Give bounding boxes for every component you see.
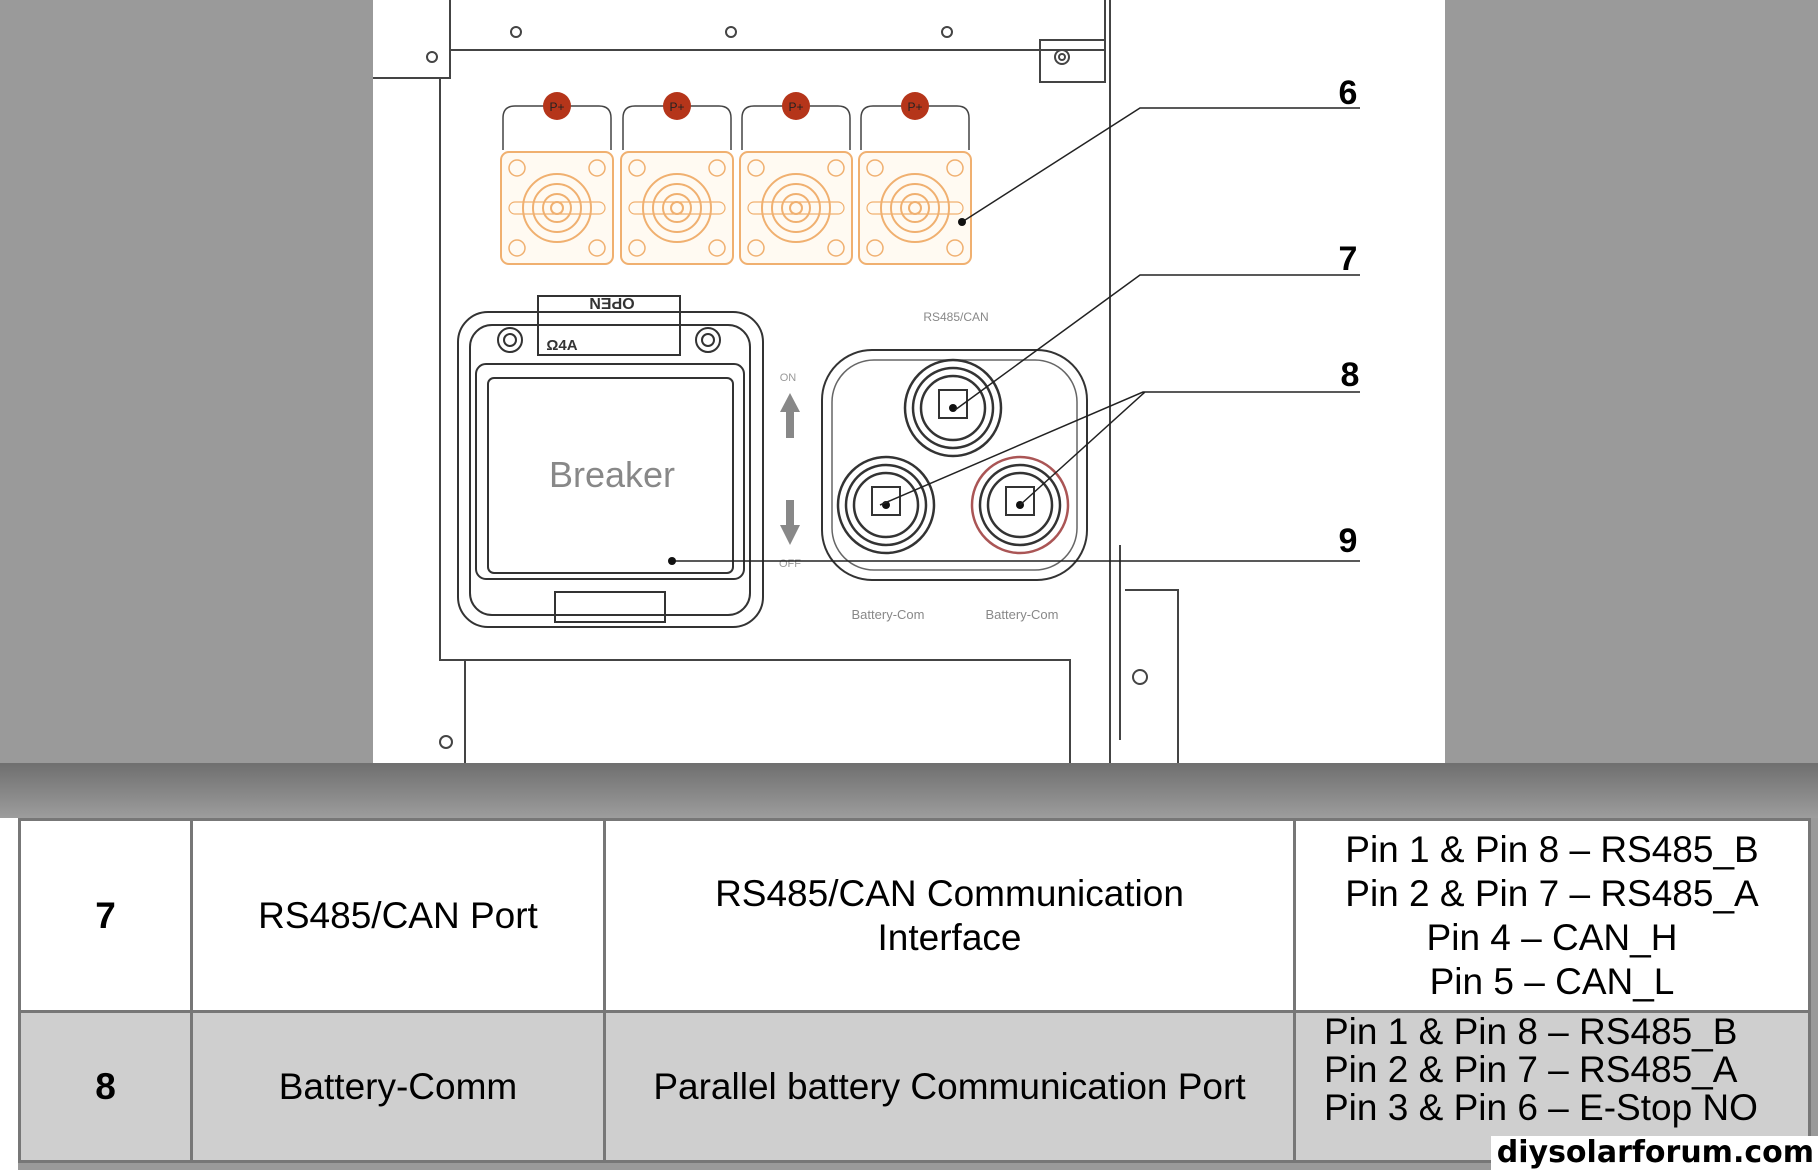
pin-line: Pin 4 – CAN_H: [1426, 916, 1678, 958]
on-label: ON: [780, 372, 797, 384]
terminal-cap-icon: [782, 92, 810, 120]
power-connector: P+: [620, 92, 734, 265]
callout-6: 6: [1339, 74, 1358, 112]
off-label: OFF: [779, 558, 801, 570]
pin-line: Pin 1 & Pin 8 – RS485_B: [1345, 828, 1759, 870]
terminal-label: P+: [907, 100, 922, 114]
port-name: Battery-Comm: [190, 1010, 606, 1163]
pin-line: Pin 2 & Pin 7 – RS485_A: [1345, 872, 1759, 914]
separator-band: [0, 763, 1818, 818]
row-number: 8: [18, 1010, 193, 1163]
rs485-can-label: RS485/CAN: [923, 310, 988, 324]
port-description: Parallel battery Communication Port: [603, 1010, 1296, 1163]
terminal-cap-icon: [543, 92, 571, 120]
arrow-up-icon: [780, 393, 800, 438]
power-connector: P+: [500, 92, 614, 265]
callout-7: 7: [1339, 240, 1358, 278]
power-connector: P+: [858, 92, 972, 265]
open-label: OPEN: [589, 294, 634, 311]
terminal-cap-icon: [901, 92, 929, 120]
arrow-down-icon: [780, 500, 800, 545]
pin-line: Pin 1 & Pin 8 – RS485_B: [1324, 1011, 1738, 1052]
terminal-label: P+: [549, 100, 564, 114]
port-spec-table: 7 RS485/CAN Port RS485/CAN Communication…: [18, 818, 1811, 1163]
comm-port: [903, 358, 1003, 458]
battery-com-label-2: Battery-Com: [986, 607, 1059, 622]
watermark: diysolarforum.com: [1490, 1136, 1818, 1170]
callout-8: 8: [1341, 356, 1360, 394]
pin-line: Pin 5 – CAN_L: [1429, 960, 1675, 1002]
left-edge: [0, 818, 18, 1170]
callout-9: 9: [1339, 522, 1358, 560]
pin-line: Pin 2 & Pin 7 – RS485_A: [1324, 1049, 1738, 1090]
breaker-label: Breaker: [549, 454, 675, 495]
terminal-label: P+: [788, 100, 803, 114]
battery-panel-diagram: P+ P+ P+ P+ Breaker OPEN Ω4A ON OFF RS485/C…: [373, 0, 1445, 763]
table-row: 8 Battery-Comm Parallel battery Communic…: [18, 1010, 1811, 1163]
terminal-label: P+: [669, 100, 684, 114]
pin-line: Pin 3 & Pin 6 – E-Stop NO: [1324, 1087, 1758, 1128]
port-name: RS485/CAN Port: [190, 818, 606, 1013]
table-row: 7 RS485/CAN Port RS485/CAN Communication…: [18, 818, 1811, 1013]
terminal-cap-icon: [663, 92, 691, 120]
battery-com-label-1: Battery-Com: [852, 607, 925, 622]
power-connector: P+: [739, 92, 853, 265]
rating-label: Ω4A: [546, 337, 577, 354]
comm-port: [970, 455, 1070, 555]
port-description: RS485/CAN Communication Interface: [603, 818, 1296, 1013]
pin-assignments: Pin 1 & Pin 8 – RS485_B Pin 2 & Pin 7 – …: [1293, 818, 1811, 1013]
row-number: 7: [18, 818, 193, 1013]
